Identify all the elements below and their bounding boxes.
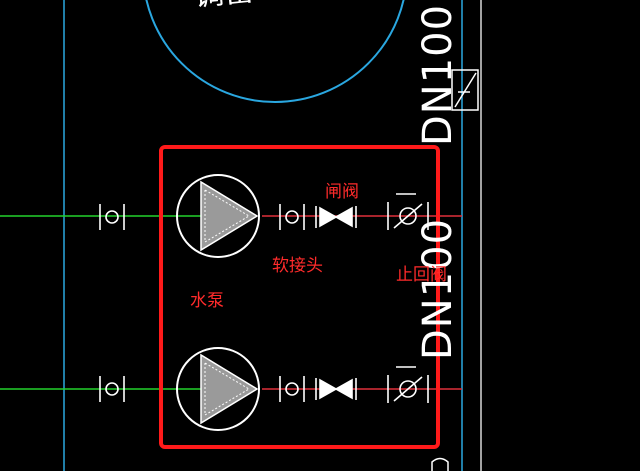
dn-label-middle: DN100 xyxy=(415,217,461,360)
inlet-flex-joint-row2 xyxy=(99,376,125,402)
pump-annotation: 水泵 xyxy=(190,291,224,311)
air-valve-diagonal xyxy=(454,72,477,108)
tank-circle xyxy=(145,0,405,103)
dn-label-top: DN100 xyxy=(415,3,461,146)
bottom-text-fragment xyxy=(431,457,449,471)
gate-valve-row1 xyxy=(315,206,357,228)
check-valve-row1 xyxy=(387,193,429,230)
tank-label: 调蓄 xyxy=(192,0,255,14)
check-valve-row2 xyxy=(387,366,429,403)
inlet-flex-joint-row1 xyxy=(99,204,125,230)
pump-row1 xyxy=(176,174,260,258)
gate-valve-row2 xyxy=(315,378,357,400)
gate-valve-annotation: 闸阀 xyxy=(325,182,359,202)
outlet-flex-joint-row2 xyxy=(279,376,305,402)
outlet-flex-joint-row1 xyxy=(279,204,305,230)
check-valve-annotation: 止回阀 xyxy=(396,265,447,285)
pump-row2 xyxy=(176,347,260,431)
highlight-box xyxy=(159,145,440,449)
air-valve-box xyxy=(451,69,479,111)
flex-joint-annotation: 软接头 xyxy=(272,256,323,276)
